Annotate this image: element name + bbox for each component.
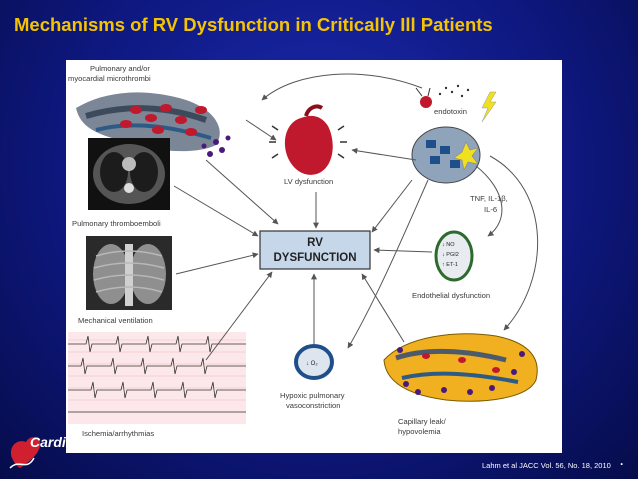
label-pgi2: ↓ PGI2: [442, 252, 459, 258]
label-et1: ↑ ET-1: [442, 262, 458, 268]
slide-title: Mechanisms of RV Dysfunction in Critical…: [14, 14, 493, 35]
heart-illustration: [269, 104, 347, 175]
brand-separator: |: [103, 434, 108, 450]
label-cytokines-1: TNF, IL-1β,: [470, 194, 508, 203]
rv-dysfunction-box: RV DYSFUNCTION: [259, 230, 371, 270]
ct-scan-image: [88, 138, 170, 210]
label-endotoxin: endotoxin: [434, 107, 467, 116]
label-capillary-1: Capillary leak/: [398, 417, 447, 426]
brand-logo-text: CardioSite | India: [30, 434, 144, 450]
endothelial-cell-illustration: ↓ NO ↓ PGI2 ↑ ET-1: [434, 230, 474, 282]
label-microthrombi-1: Pulmonary and/or: [90, 64, 150, 73]
label-lv-dysfunction: LV dysfunction: [284, 177, 333, 186]
causal-arrows: [173, 73, 538, 361]
citation: Lahm et al JACC Vol. 56, No. 18, 2010: [482, 461, 611, 470]
label-thromboemboli: Pulmonary thromboemboli: [72, 219, 161, 228]
rv-dysfunction-diagram: Pulmonary and/or myocardial microthrombi…: [68, 64, 538, 438]
label-endothelial: Endothelial dysfunction: [412, 291, 490, 300]
cardiosite-logo-icon: [9, 437, 41, 469]
hypoxic-vessel-illustration: ↓ O₂: [294, 344, 334, 380]
label-microthrombi-2: myocardial microthrombi: [68, 74, 151, 83]
endotoxin-cell-illustration: [411, 84, 497, 184]
capillary-leak-illustration: [383, 333, 538, 402]
rv-label: RV: [307, 237, 323, 249]
label-o2: ↓ O₂: [306, 361, 318, 367]
brand-right: India: [111, 434, 145, 450]
chest-xray-image: [86, 236, 172, 310]
label-hypoxic-1: Hypoxic pulmonary: [280, 391, 345, 400]
label-capillary-2: hypovolemia: [398, 427, 441, 436]
ecg-strip-image: [68, 332, 246, 424]
brand-left: CardioSite: [30, 434, 101, 450]
citation-end: .: [620, 454, 624, 468]
label-ischemia: Ischemia/arrhythmias: [82, 429, 154, 438]
label-cytokines-2: IL-6: [484, 205, 497, 214]
dysfunction-label: DYSFUNCTION: [273, 252, 356, 264]
label-no: ↓ NO: [442, 242, 455, 248]
label-hypoxic-2: vasoconstriction: [286, 401, 340, 410]
label-mechanical-ventilation: Mechanical ventilation: [78, 316, 153, 325]
microthrombi-illustration: [76, 92, 231, 157]
diagram-panel: Pulmonary and/or myocardial microthrombi…: [66, 60, 562, 453]
